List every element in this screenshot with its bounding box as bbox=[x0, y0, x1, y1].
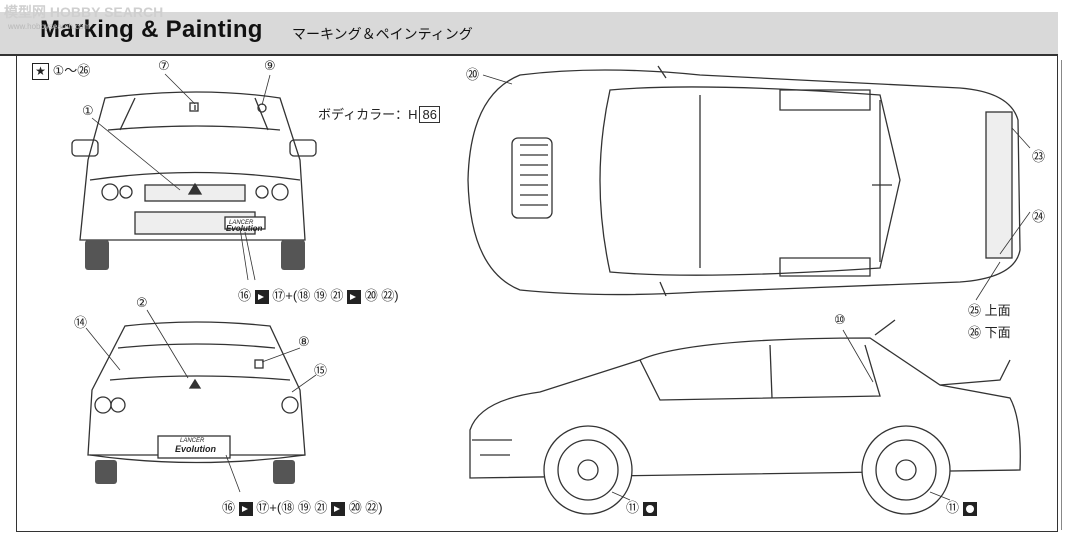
arrow-flag-icon bbox=[254, 289, 269, 304]
callout-2: ② bbox=[136, 295, 148, 310]
watermark: 模型网 HOBBY SEARCH bbox=[4, 4, 164, 20]
seq-group: +(⑱ ⑲ ㉑ bbox=[269, 500, 328, 515]
front-decal-sequence: ⑯ ⑰+(⑱ ⑲ ㉑ ⑳ ㉒) bbox=[238, 285, 399, 304]
note-upper-side: ㉕ 上面 bbox=[968, 300, 1011, 319]
front-plate-top: LANCER bbox=[229, 220, 254, 226]
paint-code: 86 bbox=[419, 106, 440, 123]
rear-plate-top: LANCER bbox=[180, 438, 205, 444]
callout-11: ⑪ bbox=[626, 500, 640, 515]
rear-decal-sequence: ⑯ ⑰+(⑱ ⑲ ㉑ ⑳ ㉒) bbox=[222, 497, 383, 516]
seq-16: ⑯ bbox=[222, 500, 236, 515]
top-view-car bbox=[467, 65, 1021, 297]
front-view-car bbox=[71, 91, 317, 270]
seq-end: ⑳ ㉒) bbox=[348, 500, 383, 515]
seq-17: ⑰ bbox=[256, 500, 270, 515]
page-subtitle: マーキング＆ペインティング bbox=[292, 26, 473, 42]
note-text: 上面 bbox=[984, 303, 1011, 318]
star-icon: ★ bbox=[32, 63, 49, 81]
dot-flag-icon bbox=[642, 501, 657, 516]
seq-group: +(⑱ ⑲ ㉑ bbox=[285, 288, 344, 303]
callout-14: ⑭ bbox=[74, 315, 88, 330]
instruction-frame bbox=[16, 54, 1058, 532]
callout-8: ⑧ bbox=[298, 334, 310, 349]
arrow-flag-icon bbox=[347, 289, 362, 304]
page-edge-line bbox=[1061, 60, 1062, 530]
wheel-decal-front: ⑪ bbox=[626, 497, 657, 516]
note-number: ㉖ bbox=[968, 325, 982, 340]
arrow-flag-icon bbox=[331, 501, 346, 516]
callout-11: ⑪ bbox=[946, 500, 960, 515]
rear-view-car bbox=[87, 321, 306, 484]
seq-17: ⑰ bbox=[272, 288, 286, 303]
callout-20: ⑳ bbox=[466, 67, 480, 82]
rear-plate-bottom: Evolution bbox=[175, 444, 216, 454]
note-text: 下面 bbox=[984, 325, 1011, 340]
arrow-flag-icon bbox=[238, 501, 253, 516]
front-plate-bottom: Evolution bbox=[226, 224, 263, 233]
note-lower-side: ㉖ 下面 bbox=[968, 322, 1011, 341]
title-bar: Marking & Painting マーキング＆ペインティング bbox=[0, 12, 1058, 56]
callout-24: ㉔ bbox=[1032, 209, 1046, 224]
legend-range: ①～㉖ bbox=[52, 63, 91, 78]
wheel-decal-rear: ⑪ bbox=[946, 497, 977, 516]
callout-23: ㉓ bbox=[1032, 149, 1046, 164]
callout-9: ⑨ bbox=[264, 58, 276, 73]
callout-10: ⑩ bbox=[834, 312, 846, 327]
callout-7: ⑦ bbox=[158, 58, 170, 73]
callout-15: ⑮ bbox=[314, 363, 328, 378]
dot-flag-icon bbox=[962, 501, 977, 516]
watermark-url: www.hobbysearch.com bbox=[8, 22, 91, 31]
side-view-car bbox=[469, 319, 1021, 515]
callout-1: ① bbox=[82, 103, 94, 118]
seq-end: ⑳ ㉒) bbox=[364, 288, 399, 303]
body-color-label: ボディカラー：H bbox=[318, 107, 418, 122]
seq-16: ⑯ bbox=[238, 288, 252, 303]
legend-line: ★ ①～㉖ bbox=[32, 60, 91, 81]
note-number: ㉕ bbox=[968, 303, 982, 318]
page-title: Marking & Painting bbox=[40, 16, 263, 43]
